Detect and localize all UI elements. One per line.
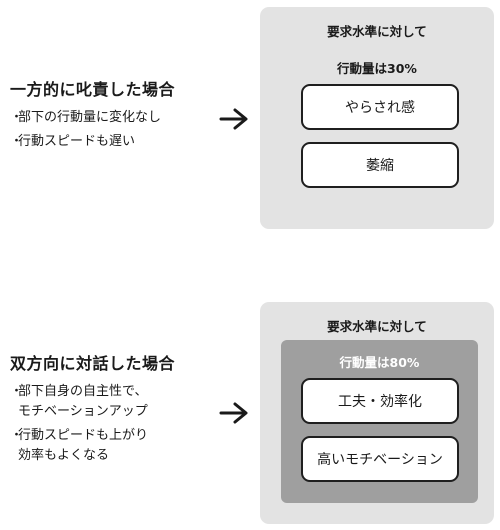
intimidation-box: 萎縮 <box>301 142 459 188</box>
dialogue-section: 双方向に対話した場合 ・部下自身の自主性で、 モチベーションアップ ・行動スピー… <box>0 298 500 530</box>
requirement-panel: 要求水準に対して 行動量は30% やらされ感 萎縮 <box>260 7 494 229</box>
action-volume-panel: 行動量は80% 工夫・効率化 高いモチベーション <box>281 340 478 503</box>
requirement-panel: 要求水準に対して 行動量は80% 工夫・効率化 高いモチベーション <box>260 302 494 524</box>
bullet-item: ・部下の行動量に変化なし <box>10 108 161 128</box>
scolding-heading: 一方的に叱責した場合 <box>10 80 176 99</box>
bullet-mark: ・ <box>10 384 24 399</box>
panel-title: 要求水準に対して <box>327 24 427 39</box>
dialogue-heading: 双方向に対話した場合 <box>10 354 176 373</box>
bullet-mark: ・ <box>10 134 24 149</box>
bullet-item: ・行動スピードも遅い <box>10 132 161 152</box>
panel-title: 要求水準に対して <box>327 319 427 334</box>
action-volume-label: 行動量は80% <box>339 355 420 370</box>
bullet-mark: ・ <box>10 428 24 443</box>
dialogue-bullet-list: ・部下自身の自主性で、 モチベーションアップ ・行動スピードも上がり 効率もよく… <box>10 382 148 470</box>
ingenuity-box: 工夫・効率化 <box>301 378 459 424</box>
high-motivation-box: 高いモチベーション <box>301 436 459 482</box>
right-arrow-icon <box>219 108 248 130</box>
bullet-mark: ・ <box>10 110 24 125</box>
action-volume-label: 行動量は30% <box>337 61 417 76</box>
right-arrow-icon <box>219 402 248 424</box>
bullet-item: ・行動スピードも上がり 効率もよくなる <box>10 428 149 463</box>
scolding-bullet-list: ・部下の行動量に変化なし ・行動スピードも遅い <box>10 108 161 156</box>
bullet-item: ・部下自身の自主性で、 モチベーションアップ <box>10 384 148 419</box>
reluctance-box: やらされ感 <box>301 84 459 130</box>
scolding-section: 一方的に叱責した場合 ・部下の行動量に変化なし ・行動スピードも遅い 要求水準に… <box>0 0 500 240</box>
